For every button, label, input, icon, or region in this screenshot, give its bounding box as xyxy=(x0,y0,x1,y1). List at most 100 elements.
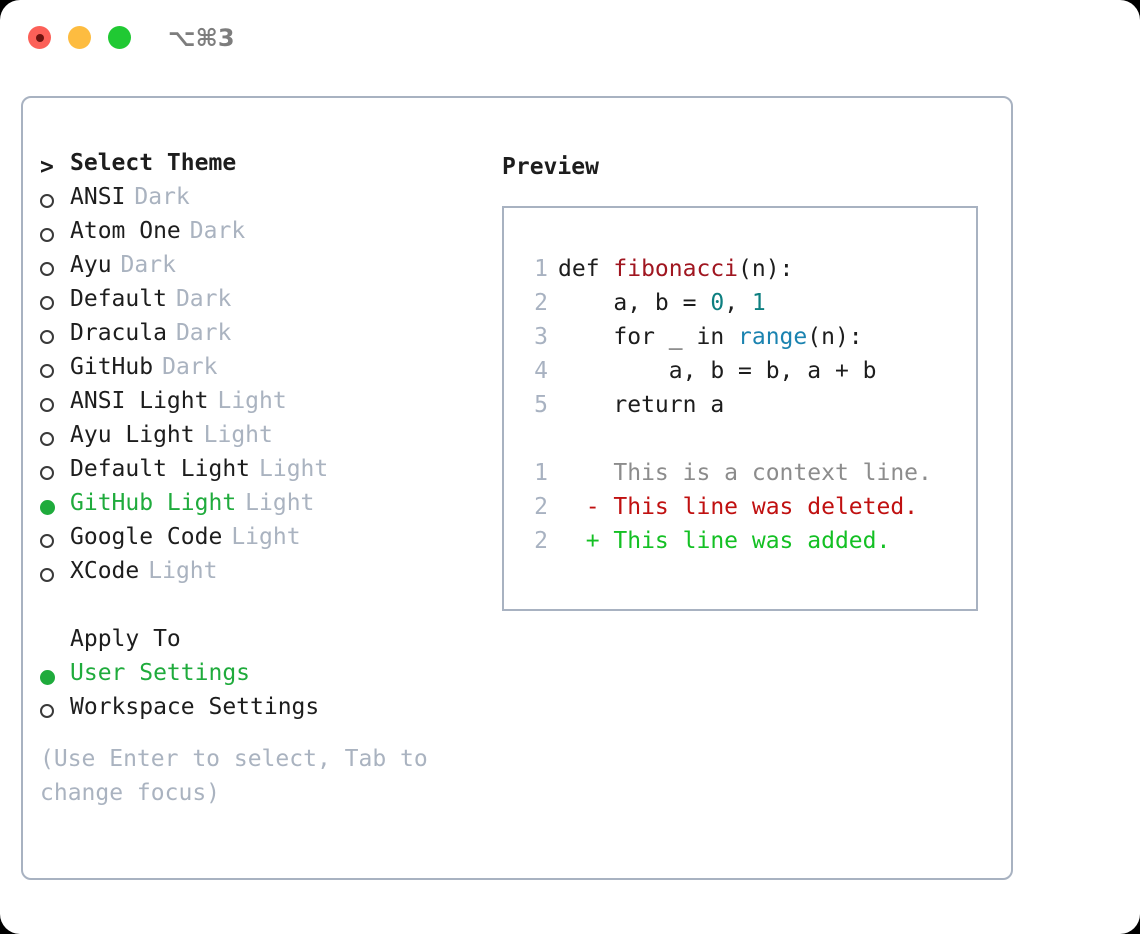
code-line-number: 3 xyxy=(534,324,548,350)
keyboard-shortcut-label: ⌥⌘3 xyxy=(168,24,235,52)
theme-option-suffix: Light xyxy=(259,456,329,482)
radio-bullet xyxy=(40,704,54,718)
code-line-number: 5 xyxy=(534,392,548,418)
theme-option-5[interactable]: GitHub Dark xyxy=(40,354,480,388)
theme-picker-heading: > Select Theme xyxy=(40,150,480,184)
apply-to-option-label: Workspace Settings xyxy=(70,694,320,720)
diff-line-content: + This line was added. xyxy=(558,528,891,554)
caret-icon: > xyxy=(40,153,54,180)
radio-bullet xyxy=(40,499,55,515)
theme-option-label: Default Light xyxy=(70,456,251,482)
theme-option-label: GitHub xyxy=(70,354,154,380)
diff-line-content: - This line was deleted. xyxy=(558,494,919,520)
diff-line-2: 2 + This line was added. xyxy=(522,524,976,558)
code-token: , xyxy=(724,290,752,316)
radio-bullet xyxy=(40,194,54,208)
title-bar: ⌥⌘3 xyxy=(0,0,1140,78)
radio-bullet xyxy=(40,364,54,378)
code-line-number: 1 xyxy=(534,256,548,282)
code-line-content: for _ in range(n): xyxy=(558,320,863,354)
theme-option-suffix: Dark xyxy=(189,218,246,244)
code-line-1: 2 a, b = 0, 1 xyxy=(522,286,976,320)
code-token: for _ in xyxy=(558,324,739,350)
radio-empty-icon xyxy=(40,286,70,320)
code-token: range xyxy=(738,324,808,350)
diff-line-number: 1 xyxy=(534,460,548,486)
theme-option-suffix: Dark xyxy=(162,354,218,380)
theme-option-suffix: Dark xyxy=(134,184,190,210)
radio-bullet xyxy=(40,432,54,446)
code-line-content: a, b = 0, 1 xyxy=(558,286,766,320)
code-token: (n): xyxy=(738,256,794,282)
theme-option-suffix: Dark xyxy=(120,252,176,278)
radio-bullet xyxy=(40,398,54,412)
code-line-content: a, b = b, a + b xyxy=(558,354,877,388)
theme-option-10[interactable]: Google Code Light xyxy=(40,524,480,558)
theme-option-1[interactable]: Atom One Dark xyxy=(40,218,480,252)
radio-empty-icon xyxy=(40,354,70,388)
radio-empty-icon xyxy=(40,184,70,218)
code-line-3: 4 a, b = b, a + b xyxy=(522,354,976,388)
radio-selected-icon xyxy=(40,490,70,524)
theme-option-0[interactable]: ANSI Dark xyxy=(40,184,480,218)
theme-option-label: GitHub Light xyxy=(70,490,237,516)
theme-option-label: XCode xyxy=(70,558,140,584)
diff-line-number: 2 xyxy=(534,494,548,520)
code-token: return a xyxy=(558,392,725,418)
apply-to-option-label: User Settings xyxy=(70,660,251,686)
radio-bullet xyxy=(40,330,54,344)
theme-option-6[interactable]: ANSI Light Light xyxy=(40,388,480,422)
theme-option-label: Atom One xyxy=(70,218,181,244)
code-token: 1 xyxy=(751,290,766,316)
diff-line-0: 1 This is a context line. xyxy=(522,456,976,490)
radio-empty-icon xyxy=(40,456,70,490)
theme-option-label: Dracula xyxy=(70,320,167,346)
minimize-window-button[interactable] xyxy=(68,26,91,49)
diff-line-content: This is a context line. xyxy=(558,460,932,486)
radio-empty-icon xyxy=(40,558,70,592)
apply-to-heading: Apply To xyxy=(40,626,480,660)
code-line-2: 3 for _ in range(n): xyxy=(522,320,976,354)
code-line-number: 2 xyxy=(534,290,548,316)
radio-bullet xyxy=(40,228,54,242)
theme-option-suffix: Light xyxy=(231,524,301,550)
radio-empty-icon xyxy=(40,218,70,252)
window-controls xyxy=(28,26,131,49)
theme-option-suffix: Light xyxy=(217,388,287,414)
theme-option-suffix: Dark xyxy=(175,286,232,312)
apply-to-option-1[interactable]: Workspace Settings xyxy=(40,694,480,728)
diff-line-number: 2 xyxy=(534,528,548,554)
code-line-4: 5 return a xyxy=(522,388,976,422)
theme-option-suffix: Light xyxy=(203,422,273,448)
apply-to-option-0[interactable]: User Settings xyxy=(40,660,480,694)
code-line-content: return a xyxy=(558,388,724,422)
theme-option-label: ANSI xyxy=(70,184,126,210)
theme-option-label: Google Code xyxy=(70,524,223,550)
radio-bullet xyxy=(40,568,54,582)
theme-option-8[interactable]: Default Light Light xyxy=(40,456,480,490)
code-token: (n): xyxy=(807,324,863,350)
code-token: a, b = b, a + b xyxy=(558,358,877,384)
radio-empty-icon xyxy=(40,694,70,728)
zoom-window-button[interactable] xyxy=(108,26,131,49)
theme-picker-heading-label: Select Theme xyxy=(70,150,237,176)
close-window-button[interactable] xyxy=(28,26,51,49)
theme-option-suffix: Dark xyxy=(175,320,232,346)
code-line-number: 4 xyxy=(534,358,548,384)
code-line-content: def fibonacci(n): xyxy=(558,252,793,286)
blank-marker xyxy=(40,626,70,660)
theme-option-4[interactable]: Dracula Dark xyxy=(40,320,480,354)
theme-option-label: ANSI Light xyxy=(70,388,209,414)
code-token: a, b = xyxy=(558,290,711,316)
section-spacer xyxy=(40,592,480,626)
